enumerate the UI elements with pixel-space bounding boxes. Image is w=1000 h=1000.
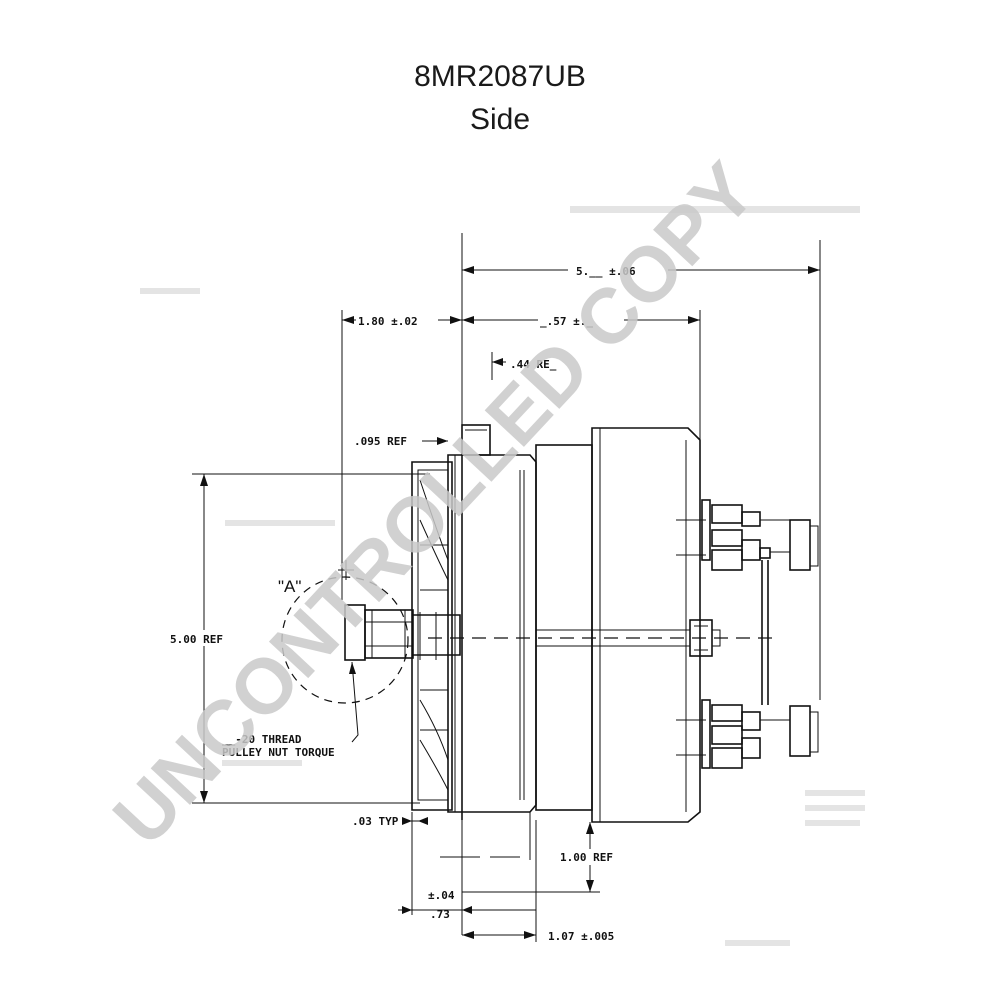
front-to-flange-label: 1.80 ±.02: [358, 315, 418, 328]
front-to-flange-dimension: 1.80 ±.02: [341, 310, 462, 600]
shaft-and-pulley-nut: [344, 604, 461, 661]
uncontrolled-copy-watermark: UNCONTROLLED COPY: [96, 146, 772, 862]
overall-length-label: 5.__ ±.06: [576, 265, 636, 278]
thread-note: __-20 THREAD PULLEY NUT TORQUE: [222, 661, 359, 759]
foot-height-dimension: 1.00 REF: [440, 812, 626, 893]
stator-band: [535, 444, 593, 811]
foot-offset-dimension: 1.07 ±.005: [462, 820, 614, 943]
flange-ref-label: .095 REF: [354, 435, 407, 448]
terminal-bracket: [761, 560, 769, 705]
svg-text:UNCONTROLLED COPY: UNCONTROLLED COPY: [96, 146, 772, 862]
pulley-tol-label: ±.04: [428, 889, 455, 902]
fan-diameter-dimension: 5.00 REF: [168, 473, 430, 804]
upper-terminals: [676, 499, 819, 571]
detail-a-label: "A": [278, 577, 301, 596]
boss-offset-label: .44 RE_: [510, 358, 557, 371]
detail-a-callout: "A": [278, 560, 409, 704]
pulley-width-label: .73: [430, 908, 450, 921]
view-title: Side: [469, 103, 531, 136]
boss-offset-dimension: .44 RE_: [491, 352, 557, 380]
cooling-fan: [411, 461, 453, 811]
body-length-dimension: _.57 ±._: [462, 310, 701, 440]
pulley-width-dimension: ±.04 .73: [398, 830, 536, 921]
overall-length-dimension: 5.__ ±.06: [461, 233, 821, 700]
foot-height-label: 1.00 REF: [560, 851, 613, 864]
part-number-title: 8MR2087UB: [414, 60, 586, 93]
rear-bolt: [689, 619, 721, 657]
thread-note-label: __-20 THREAD: [222, 733, 302, 746]
torque-note-label: PULLEY NUT TORQUE: [222, 746, 335, 759]
fan-gap-label: .03 TYP: [352, 815, 399, 828]
body-length-label: _.57 ±._: [540, 315, 593, 328]
rear-housing: [591, 427, 701, 823]
scan-artifacts: [140, 206, 865, 946]
foot-offset-label: 1.07 ±.005: [548, 930, 614, 943]
flange-ref-dimension: .095 REF: [354, 435, 448, 448]
fan-diameter-label: 5.00 REF: [170, 633, 223, 646]
lower-terminals: [676, 699, 819, 769]
fan-gap-dimension: .03 TYP: [352, 812, 463, 935]
